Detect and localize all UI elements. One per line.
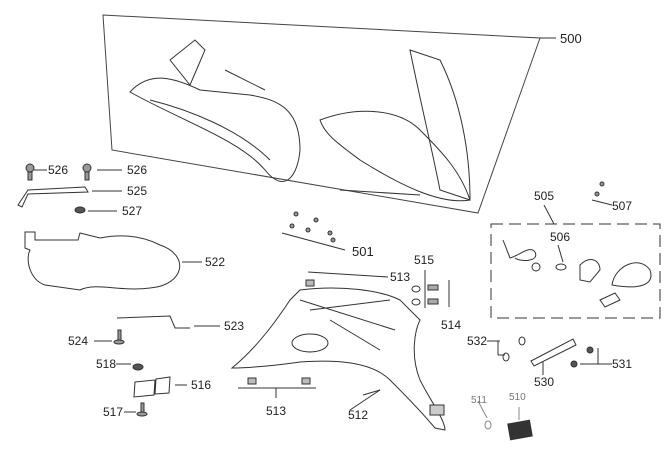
callout-526: 526: [127, 163, 148, 177]
callout-527: 527: [122, 204, 143, 218]
screws-501: [289, 211, 336, 243]
callout-514: 514: [441, 318, 462, 332]
callout-501: 501: [352, 244, 374, 259]
callout-513: 513: [390, 270, 411, 284]
callout-506: 506: [550, 230, 571, 244]
fairing-group-frame: [102, 14, 541, 214]
front-fairing-left: [129, 39, 301, 182]
callout-516: 516: [191, 378, 212, 392]
callout-524: 524: [68, 334, 89, 348]
clip-513: [305, 279, 315, 287]
callout-526: 526: [48, 163, 69, 177]
plate-522: [24, 231, 181, 291]
callout-523: 523: [224, 319, 245, 333]
callout-530: 530: [534, 375, 555, 389]
callout-518: 518: [96, 357, 117, 371]
pad-516: [133, 376, 171, 398]
nut-527: [74, 206, 86, 214]
callout-522: 522: [205, 255, 226, 269]
callout-512: 512: [348, 408, 369, 422]
taillight-assembly-box: [490, 223, 661, 319]
callout-507: 507: [612, 199, 633, 213]
callout-511: 511: [471, 395, 487, 406]
rear-fender-512: [230, 287, 446, 431]
callout-525: 525: [127, 184, 148, 198]
callout-513: 513: [266, 404, 287, 418]
bolt-526b: [82, 163, 92, 181]
callout-500: 500: [560, 31, 582, 46]
nut-518: [132, 363, 144, 371]
bracket-525: [17, 186, 89, 208]
bracket-523: [116, 315, 190, 329]
callout-531: 531: [612, 357, 633, 371]
callout-505: 505: [534, 189, 555, 203]
reflector-510: [507, 419, 533, 441]
screw-517: [136, 402, 148, 417]
bracket-530: [530, 338, 577, 367]
callout-515: 515: [414, 253, 435, 267]
screw-524: [113, 329, 125, 345]
bolt-526: [25, 163, 35, 181]
front-fairing-right: [319, 49, 471, 202]
taillight-parts: [502, 239, 652, 308]
callout-532: 532: [467, 334, 488, 348]
callout-517: 517: [103, 405, 124, 419]
callout-510: 510: [509, 392, 526, 403]
